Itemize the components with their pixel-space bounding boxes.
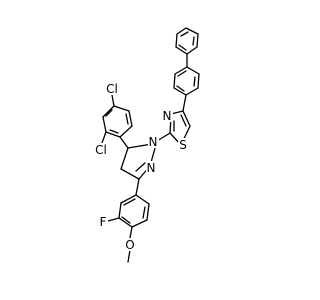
atom-thiazole-n: N: [162, 109, 173, 123]
svg-text:N: N: [163, 109, 172, 123]
chloro-top-bond: [111, 94, 115, 107]
molecule-canvas: N S N N Cl Cl F O: [92, 27, 200, 263]
atom-chloro-ortho: Cl: [92, 143, 109, 157]
chloro-ortho-bond: [101, 131, 107, 144]
fluoro-bond: [107, 217, 120, 222]
svg-text:N: N: [149, 135, 158, 149]
phenyl-thiazole-bond: [182, 94, 187, 112]
methoxy-o-bond: [129, 226, 133, 239]
methoxy-ch3-bond: [127, 249, 131, 263]
molecule-structure: N S N N Cl Cl F O: [92, 27, 200, 263]
atom-chloro-top: Cl: [103, 82, 120, 96]
fluoromethoxyphenyl-ring: [118, 194, 150, 228]
pyrazoline-dichlorophenyl-bond: [119, 136, 129, 149]
svg-text:S: S: [179, 138, 187, 152]
phenyl-ring-inner: [173, 66, 200, 96]
atom-pyrazoline-n1: N: [148, 135, 159, 149]
phenyl-ring-terminal: [175, 27, 199, 55]
svg-text:F: F: [100, 215, 107, 229]
pyrazoline-aryl-bond: [135, 178, 140, 196]
svg-text:Cl: Cl: [106, 82, 118, 96]
svg-text:O: O: [125, 238, 134, 252]
dichlorophenyl-ring: [102, 105, 133, 138]
atom-methoxy-o: O: [124, 238, 136, 252]
thiazole-pyrazoline-bond: [156, 132, 171, 142]
atom-thiazole-s: S: [178, 138, 189, 152]
svg-text:N: N: [147, 161, 156, 175]
atom-pyrazoline-n2: N: [146, 161, 157, 175]
atom-fluoro: F: [98, 215, 108, 229]
svg-text:Cl: Cl: [95, 143, 107, 157]
